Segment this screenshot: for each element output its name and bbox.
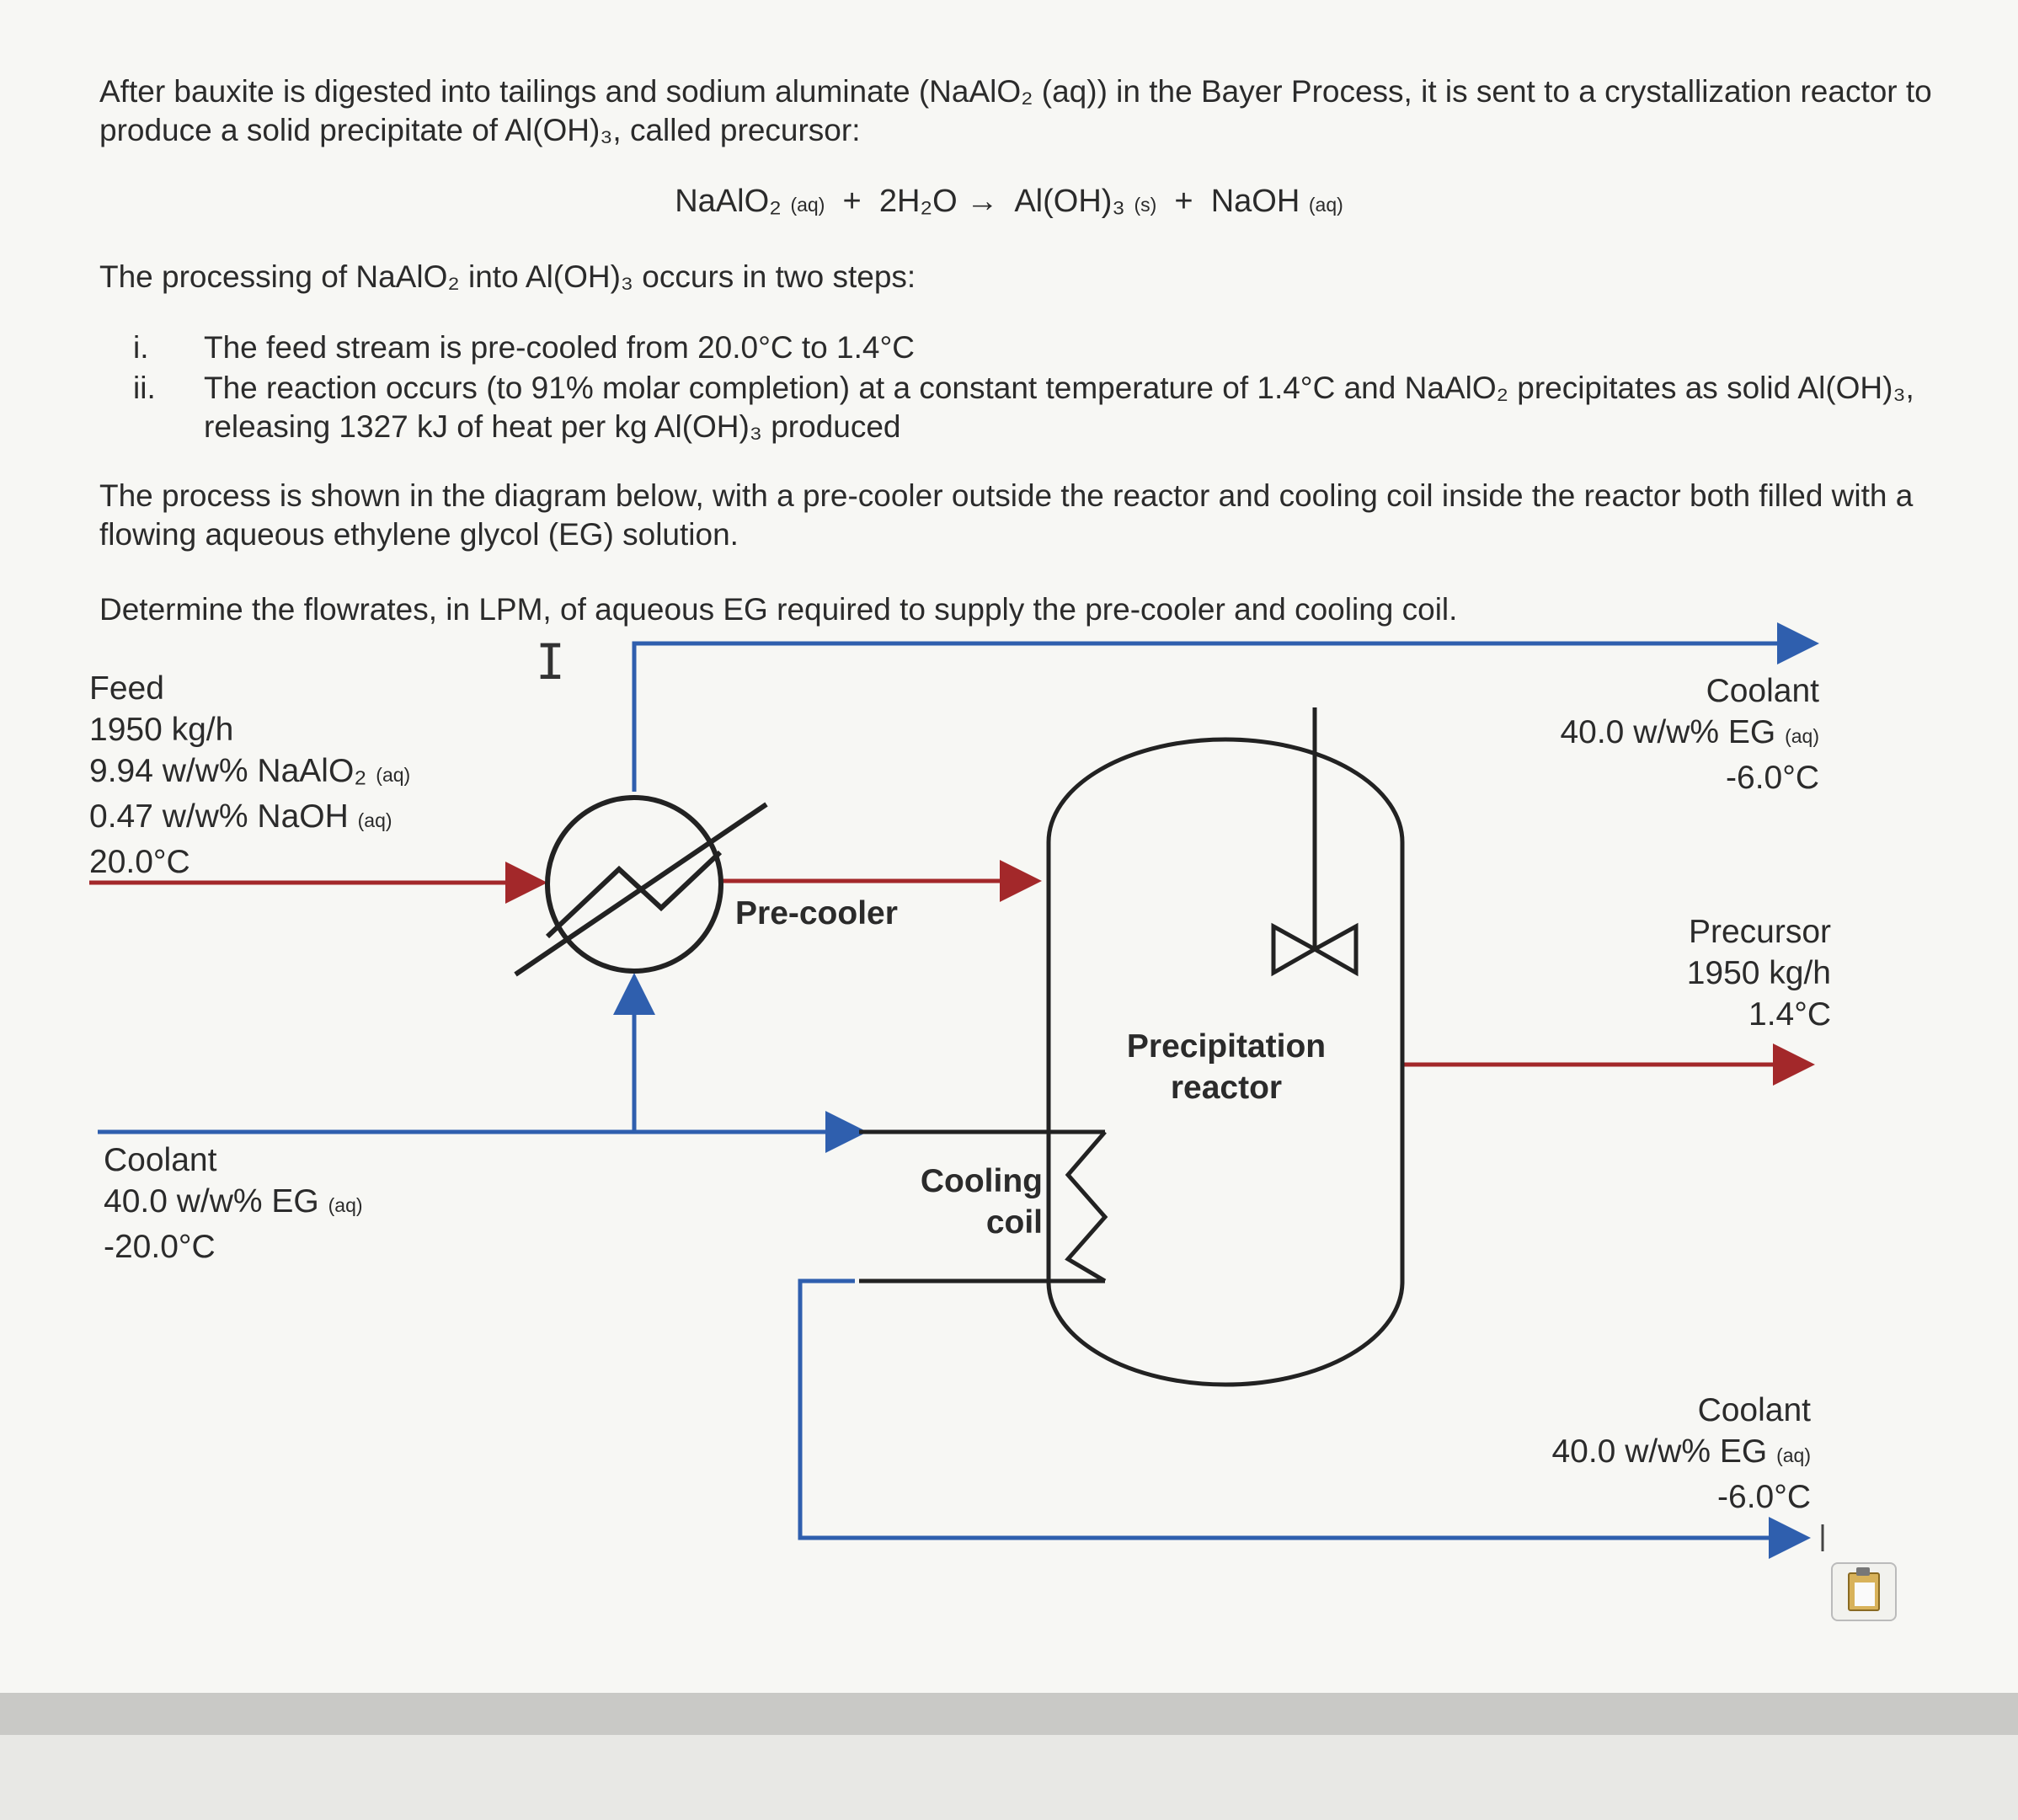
clipboard-glyph [1848,1567,1880,1611]
precursor-flowrate: 1950 kg/h [1686,955,1831,991]
cooling-coil-label: Cooling coil [921,1161,1043,1243]
steps-intro: The processing of NaAlO₂ into Al(OH)₃ oc… [99,259,916,294]
feed-naalo2-fraction: 9.94 w/w% NaAlO₂ (aq) [89,750,410,796]
step-text-continued: releasing 1327 kJ of heat per kg Al(OH)₃… [204,409,901,444]
coolant-outlet-bottom-eg-text: 40.0 w/w% EG [1551,1433,1768,1470]
precursor-label: Precursor 1950 kg/h 1.4°C [1687,911,1831,1035]
eq-reactant-naalo2: NaAlO₂ [675,184,782,219]
feed-temperature: 20.0°C [89,844,190,880]
coolant-inlet-eg-text: 40.0 w/w% EG [104,1183,319,1220]
reactor-label-line-2: reactor [1170,1070,1283,1106]
clipboard-paste-icon[interactable] [1831,1562,1897,1621]
feed-naoh-state: (aq) [357,809,392,831]
coolant-outlet-top-eg-text: 40.0 w/w% EG [1560,714,1776,750]
page-background [0,0,2018,1693]
precursor-title: Precursor [1688,914,1831,950]
step-number: i. [133,330,149,365]
list-item: i. The feed stream is pre-cooled from 20… [99,328,1969,367]
process-flow-diagram [89,622,1824,1559]
eq-plus-2: + [1174,184,1193,219]
feed-naalo2-text: 9.94 w/w% NaAlO₂ [89,753,367,789]
cooling-coil [859,1129,1108,1284]
question-text: Determine the flowrates, in LPM, of aque… [99,592,1458,627]
coil-label-line-1: Cooling [920,1163,1043,1199]
coolant-outlet-top-composition: 40.0 w/w% EG (aq) [1560,712,1819,757]
agitator-icon [1271,707,1359,977]
coolant-outlet-bottom-state: (aq) [1776,1444,1811,1466]
step-text: The feed stream is pre-cooled from 20.0°… [204,330,915,365]
process-desc-line-2: flowing aqueous ethylene glycol (EG) sol… [99,517,739,552]
precooler-label: Pre-cooler [735,895,898,931]
process-desc-line-1: The process is shown in the diagram belo… [99,478,1914,513]
coolant-inlet-title: Coolant [104,1142,217,1178]
eq-plus: + [842,184,862,219]
coolant-outlet-bottom-label: Coolant 40.0 w/w% EG (aq) -6.0°C [1551,1390,1811,1518]
feed-flowrate: 1950 kg/h [89,712,234,748]
coolant-inlet-temperature: -20.0°C [104,1229,216,1265]
coolant-outlet-top-label: Coolant 40.0 w/w% EG (aq) -6.0°C [1560,670,1819,798]
eq-product-aloh3: Al(OH)₃ [1014,184,1125,219]
reactor-label-line-1: Precipitation [1126,1028,1327,1065]
intro-line-1: After bauxite is digested into tailings … [99,74,1932,109]
eq-arrow: → [966,184,999,219]
step-number: ii. [133,371,156,405]
coil-coolant-outlet [798,1278,1811,1559]
precooler-coolant-outlet [632,622,1819,792]
coolant-inlet-label: Coolant 40.0 w/w% EG (aq) -20.0°C [104,1140,363,1268]
coolant-outlet-bottom-composition: 40.0 w/w% EG (aq) [1551,1431,1811,1476]
coolant-outlet-top-temperature: -6.0°C [1726,760,1819,796]
list-item: ii. The reaction occurs (to 91% molar co… [99,369,1969,446]
bottom-scroll-bar[interactable] [0,1693,2018,1735]
coolant-inlet-composition: 40.0 w/w% EG (aq) [104,1181,363,1226]
bottom-area [0,1735,2018,1820]
feed-title: Feed [89,670,164,707]
eq-state-aq: (aq) [790,194,825,216]
step-text: The reaction occurs (to 91% molar comple… [204,371,1914,405]
steps-list: i. The feed stream is pre-cooled from 20… [99,328,1969,448]
coolant-outlet-top-state: (aq) [1785,725,1819,747]
eq-reactant-water: 2H₂O [878,184,958,219]
coolant-outlet-bottom-title: Coolant [1697,1392,1811,1428]
feed-naalo2-state: (aq) [376,764,411,786]
intro-line-2: produce a solid precipitate of Al(OH)₃, … [99,113,861,147]
coolant-inlet-state: (aq) [328,1194,363,1216]
process-description: The process is shown in the diagram belo… [99,477,1969,554]
intro-paragraph: After bauxite is digested into tailings … [99,72,1969,150]
coolant-outlet-bottom-temperature: -6.0°C [1717,1479,1811,1515]
text-cursor-icon: I [536,633,565,691]
precursor-temperature: 1.4°C [1748,996,1831,1033]
feed-naoh-text: 0.47 w/w% NaOH [89,798,349,835]
coil-label-line-2: coil [985,1204,1043,1241]
eq-state-aq-2: (aq) [1308,194,1343,216]
feed-label: Feed 1950 kg/h 9.94 w/w% NaAlO₂ (aq) 0.4… [89,668,410,883]
precipitation-reactor-vessel [1046,737,1405,1387]
precooler-heat-exchanger [514,795,768,977]
reaction-equation: NaAlO₂ (aq) + 2H₂O → Al(OH)₃ (s) + NaOH … [0,184,2018,220]
coolant-outlet-top-title: Coolant [1706,673,1819,709]
eq-state-s: (s) [1134,194,1157,216]
eq-product-naoh: NaOH [1210,184,1300,219]
feed-naoh-fraction: 0.47 w/w% NaOH (aq) [89,796,410,841]
reactor-label: Precipitation reactor [1125,1026,1327,1108]
